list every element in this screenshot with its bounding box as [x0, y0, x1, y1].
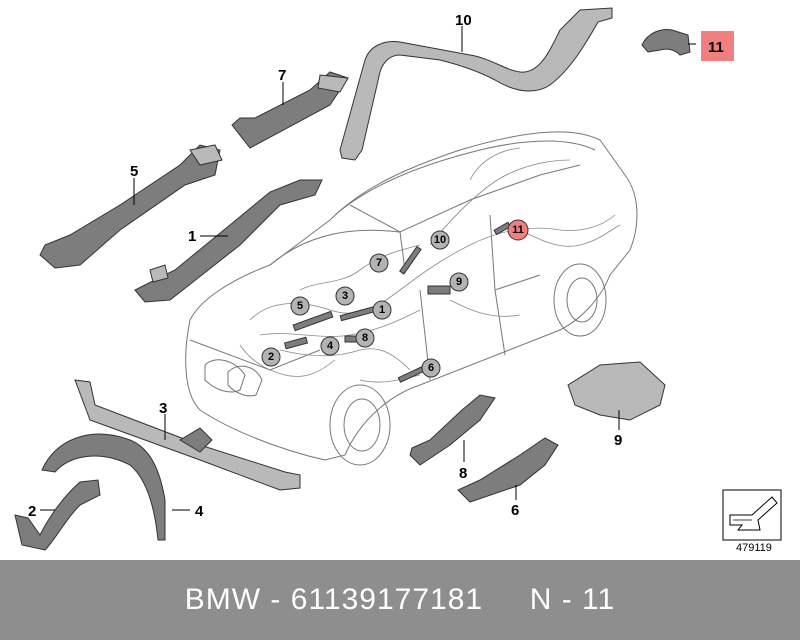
svg-text:1: 1 [379, 304, 385, 316]
part-8-duct[interactable] [409, 394, 496, 466]
bubble-10: 10 [430, 230, 450, 250]
bubble-3: 3 [335, 286, 355, 306]
callout-labels: 10 11 7 5 1 3 4 2 8 6 9 [28, 12, 734, 520]
svg-text:3: 3 [342, 290, 348, 302]
bubble-11: 11 [507, 219, 529, 241]
callout-8: 8 [459, 465, 467, 482]
svg-text:5: 5 [297, 300, 303, 312]
callout-5: 5 [130, 163, 138, 180]
parts-diagram: 10 11 7 5 1 3 4 2 8 6 9 10 11 7 9 3 5 1 … [14, 7, 782, 551]
part-2-bracket[interactable] [14, 479, 101, 551]
svg-text:10: 10 [434, 234, 446, 246]
callout-9: 9 [614, 432, 622, 449]
bubble-2: 2 [261, 347, 281, 367]
svg-text:4: 4 [327, 340, 334, 352]
footer-bar: BMW - 61139177181 N - 11 [0, 560, 800, 640]
part-10-duct[interactable] [339, 7, 613, 161]
bubble-4: 4 [320, 336, 340, 356]
svg-text:6: 6 [428, 362, 434, 374]
bubble-8: 8 [355, 328, 375, 348]
bubble-5: 5 [290, 296, 310, 316]
part-1-duct[interactable] [134, 179, 323, 303]
orientation-arrow-icon [722, 489, 782, 541]
svg-text:8: 8 [362, 332, 368, 344]
footer-part-text: BMW - 61139177181 N - 11 [184, 583, 616, 616]
part-6-duct[interactable] [457, 437, 559, 503]
part-3-bar[interactable] [74, 379, 301, 491]
callout-1: 1 [188, 228, 196, 245]
car-illustration [185, 131, 638, 466]
bubble-6: 6 [421, 358, 441, 378]
bubble-7: 7 [369, 253, 389, 273]
part-5-duct[interactable] [39, 144, 223, 269]
part-9-cover[interactable] [567, 361, 666, 421]
bubble-1: 1 [372, 300, 392, 320]
reference-number: 479119 [736, 542, 772, 554]
part-7-duct[interactable] [231, 71, 349, 149]
car-bubbles: 10 11 7 9 3 5 1 4 8 2 6 [261, 219, 529, 378]
callout-4: 4 [195, 503, 204, 520]
highlight-box [701, 31, 734, 61]
callout-6: 6 [511, 502, 519, 519]
bubble-9: 9 [449, 272, 469, 292]
callout-3: 3 [159, 400, 167, 417]
part-4-trim[interactable] [41, 433, 166, 541]
svg-text:7: 7 [376, 257, 382, 269]
callout-11: 11 [708, 39, 724, 56]
callout-2: 2 [28, 503, 36, 520]
svg-text:11: 11 [512, 224, 524, 236]
callout-7: 7 [278, 67, 286, 84]
svg-text:9: 9 [456, 276, 462, 288]
leader-lines [40, 26, 696, 511]
svg-text:2: 2 [268, 351, 274, 363]
callout-10: 10 [455, 12, 472, 29]
part-11-clip[interactable] [641, 29, 691, 56]
